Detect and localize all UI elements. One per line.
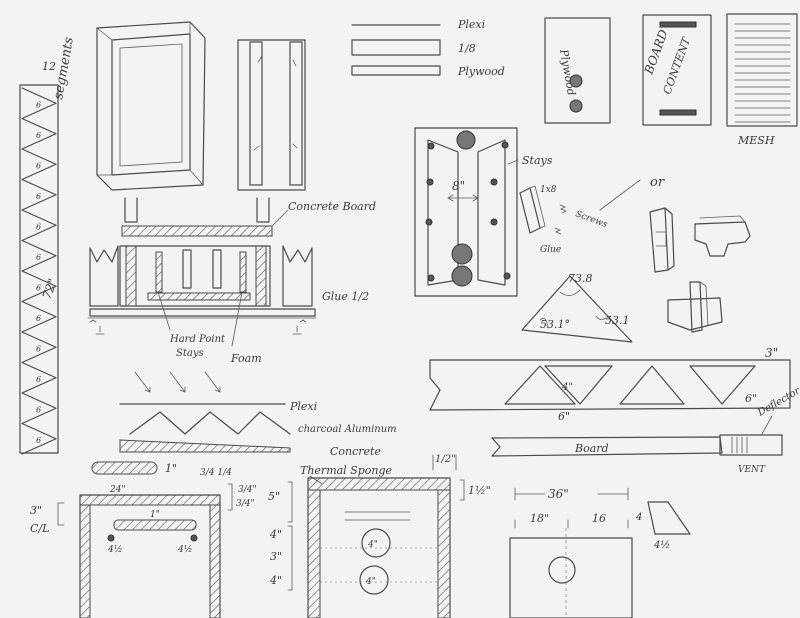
board-label: BOARD [641, 27, 670, 76]
plywood-panel-label: Plywood [557, 47, 578, 96]
glue-label: Glue [540, 245, 561, 255]
six-inch-right-label: 6" [745, 392, 757, 405]
strip-segment-number: 6 [36, 283, 41, 292]
truss-triangles [504, 365, 756, 405]
deflector-label: Deflector [755, 385, 800, 419]
board-content-panel: BOARD CONTENT [641, 14, 712, 126]
mesh-panel: MESH [726, 13, 798, 147]
strip-zigzag [21, 87, 57, 455]
vent-label: VENT [738, 465, 766, 475]
truss-triangle [689, 365, 756, 405]
three-quarter-a-label: 3/4" [238, 485, 257, 495]
strip-segment-number: 6 [36, 344, 41, 353]
eighteen-label: 18" [530, 512, 549, 525]
four-inch-a-label: 4" [269, 528, 282, 541]
angle-73-label: 73.8 [568, 272, 593, 285]
strip-segment-number: 6 [36, 131, 41, 140]
three-inch-c-label: 3" [270, 550, 282, 563]
one-inch-a-label: 1" [165, 462, 177, 475]
strip-segment-number: 6 [36, 314, 41, 323]
four-small-label: 4 [635, 512, 642, 523]
cl-label: C/L [30, 522, 49, 535]
strip-segment-number: 6 [36, 222, 41, 231]
strip-segment-number: 6 [36, 253, 41, 262]
mesh-lines [734, 23, 791, 123]
concrete-label: Concrete [330, 445, 381, 458]
foam-label: Foam [230, 352, 262, 365]
plexi-layer-label: Plexi [289, 400, 317, 413]
three-inch-top-label: 3" [765, 346, 778, 360]
strip-segment-number: 6 [36, 100, 41, 109]
three-quarter-pair-label: 3/4 1/4 [200, 468, 232, 478]
three-inch-side-label: 3" [30, 504, 42, 517]
strip-segment-number: 6 [36, 192, 41, 201]
plywood-legend-label: Plywood [457, 65, 505, 78]
one-by-eight-label: 1x8 [540, 185, 557, 195]
five-inch-label: 5" [268, 490, 280, 503]
layer-legend: Plexi 1/8 Plywood [351, 18, 505, 78]
one-half-side-label: 1½" [468, 484, 491, 497]
box-frame-3d [96, 21, 206, 191]
angle-53b-label: 53.1 [605, 314, 630, 327]
charcoal-label: charcoal Aluminum [298, 424, 397, 435]
one-inch-b-label: 1" [150, 510, 160, 520]
joint-details: or [649, 175, 751, 333]
strip-segment-number: 6 [36, 161, 41, 170]
three-quarter-b-label: 3/4" [236, 499, 255, 509]
hard-point-label: Hard Point [169, 334, 226, 345]
eight-inch-label: 8" [452, 179, 465, 193]
strip-segment-number: 6 [36, 405, 41, 414]
thermal-sponge-label: Thermal Sponge [300, 464, 393, 477]
thirty-six-label: 36" [548, 487, 569, 501]
truss-triangle [619, 365, 685, 405]
angle-53a-label: 53.1° [540, 318, 570, 331]
plywood-panel: Plywood [544, 17, 611, 124]
heat-layer-section: Plexi charcoal Aluminum Concrete [119, 371, 397, 458]
twelve-label: 12 [42, 60, 56, 73]
four-half-c-label: 4½ [653, 540, 670, 551]
concrete-board-label: Concrete Board [288, 200, 376, 213]
eighth-legend-label: 1/8 [458, 42, 476, 55]
six-inch-left-label: 6" [558, 410, 570, 423]
strip-zigzag-line [21, 87, 57, 455]
four-half-a-label: 4½ [107, 544, 122, 555]
truss-beam: 3" 4" 6" 6" [429, 346, 791, 423]
one-half-top-label: 1/2" [435, 454, 456, 465]
four-inch-c-label: 4" [269, 574, 282, 587]
four-inch-hole-b-label: 4" [365, 577, 376, 587]
strip-segment-number: 6 [36, 436, 41, 445]
truss-triangle [504, 365, 576, 405]
sixteen-label: 16 [592, 512, 606, 525]
angle-triangle: 73.8 53.1° 53.1 [521, 272, 633, 343]
strip-numbers: 6 6 6 6 6 6 6 6 6 6 6 6 [36, 100, 41, 445]
four-inch-hole-a-label: 4" [367, 540, 378, 550]
frame-section-center: Thermal Sponge 1/2" 4" 4" 1½" 5" 4" 3" 4… [268, 454, 491, 618]
stay-panels [237, 39, 306, 191]
strip-segment-number: 6 [36, 375, 41, 384]
four-half-b-label: 4½ [177, 544, 192, 555]
twenty-four-label: 24" [109, 485, 126, 495]
glue-half-label: Glue 1/2 [322, 290, 369, 303]
truss-triangle [544, 365, 613, 405]
stayed-panel: 8" Stays [414, 127, 553, 297]
or-label: or [650, 175, 665, 190]
frame-section-left: 1" 24" 3/4 1/4 1" 3" C/L 3/4" 3/4" 4½ 4½ [30, 461, 257, 618]
mesh-label: MESH [737, 134, 775, 147]
board-plank-label: Board [574, 442, 609, 455]
seventy-two-label: 72" [40, 277, 60, 301]
panel-36: 36" 18" 16 4 4½ [509, 487, 691, 618]
four-inch-truss-label: 4" [561, 382, 573, 393]
screws-label: Screws [574, 209, 609, 230]
concrete-board-section: Concrete Board Glue 1/2 Hard Point Stays… [87, 197, 376, 365]
stays-label: Stays [522, 154, 553, 167]
board-screw-detail: 1x8 Screws Glue [519, 179, 641, 255]
plexi-legend-label: Plexi [457, 18, 485, 31]
hard-point-stays-label: Stays [176, 348, 204, 359]
